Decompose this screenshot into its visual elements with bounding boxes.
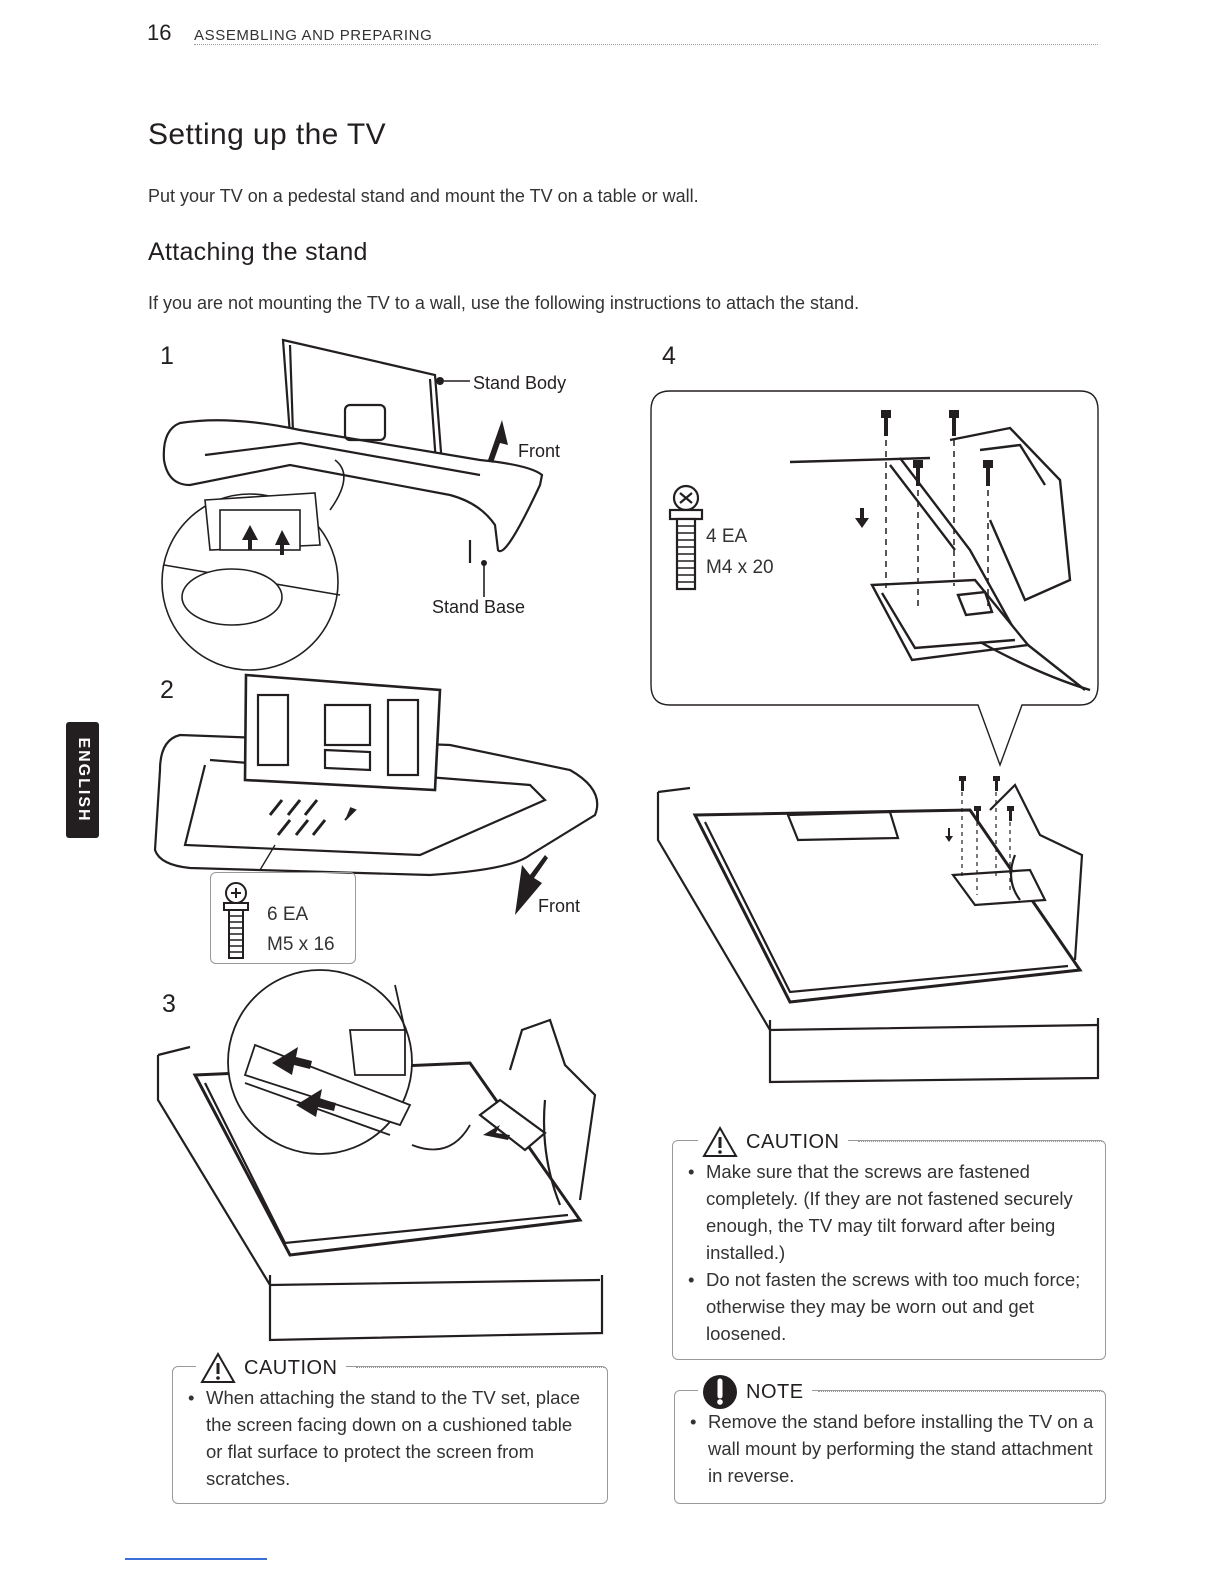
step-3-illustration (156, 969, 604, 1342)
warning-triangle-icon (200, 1351, 236, 1383)
screw-size-4: M4 x 20 (706, 557, 774, 578)
step-3-number: 3 (162, 990, 176, 1018)
caution-title-right-wrap: CAUTION (698, 1125, 848, 1158)
label-stand-body: Stand Body (473, 373, 567, 393)
note-item-1: Remove the stand before installing the T… (684, 1408, 1094, 1489)
note-title: NOTE (746, 1380, 804, 1403)
subsection-title: Attaching the stand (148, 238, 368, 266)
caution-list-right: Make sure that the screws are fastened c… (682, 1158, 1092, 1347)
note-title-wrap: NOTE (698, 1374, 812, 1410)
intro-text: Put your TV on a pedestal stand and moun… (148, 186, 699, 206)
note-list: Remove the stand before installing the T… (684, 1408, 1094, 1489)
note-box (674, 1390, 1106, 1504)
screw-qty-4: 4 EA (706, 526, 748, 547)
screw-spec-4 (668, 484, 708, 592)
screw-icon (668, 484, 704, 591)
caution-title-left: CAUTION (244, 1356, 338, 1379)
language-tab: ENGLISH (66, 722, 99, 838)
note-rule (818, 1391, 1104, 1392)
caution-title-right: CAUTION (746, 1130, 840, 1153)
step-1-number: 1 (160, 342, 174, 370)
caution-list-left: When attaching the stand to the TV set, … (182, 1384, 592, 1492)
screw-icon (223, 882, 249, 959)
screw-spec-box-2: 6 EA M5 x 16 (210, 872, 356, 964)
step-2-illustration (153, 673, 599, 915)
note-exclamation-icon (703, 1375, 737, 1409)
step-4-callout-illustration (650, 390, 1099, 768)
step-4-tv-illustration (656, 776, 1100, 1084)
caution-rule-right (858, 1141, 1104, 1142)
page-title: Setting up the TV (148, 118, 387, 151)
caution-item-right-1: Make sure that the screws are fastened c… (682, 1158, 1092, 1266)
page-number: 16 (147, 20, 172, 45)
caution-box-right (672, 1140, 1106, 1360)
label-stand-base: Stand Base (432, 597, 526, 617)
bottom-rule (125, 1558, 267, 1560)
label-front-2: Front (538, 896, 581, 916)
warning-triangle-icon (702, 1125, 738, 1157)
screw-size-2: M5 x 16 (267, 934, 335, 955)
step-1-illustration (161, 338, 544, 671)
caution-title-left-wrap: CAUTION (196, 1351, 346, 1384)
step-4-number: 4 (662, 342, 676, 370)
subsection-intro: If you are not mounting the TV to a wall… (148, 293, 860, 313)
language-tab-label: ENGLISH (74, 737, 92, 823)
caution-rule-left (356, 1367, 606, 1368)
screw-qty-2: 6 EA (267, 904, 309, 925)
caution-box-left (172, 1366, 608, 1504)
step-2-number: 2 (160, 676, 174, 704)
label-front-1: Front (518, 441, 561, 461)
caution-item-right-2: Do not fasten the screws with too much f… (682, 1266, 1092, 1347)
header-rule (194, 44, 1098, 45)
section-header: ASSEMBLING AND PREPARING (194, 27, 433, 44)
caution-item-left-1: When attaching the stand to the TV set, … (182, 1384, 592, 1492)
